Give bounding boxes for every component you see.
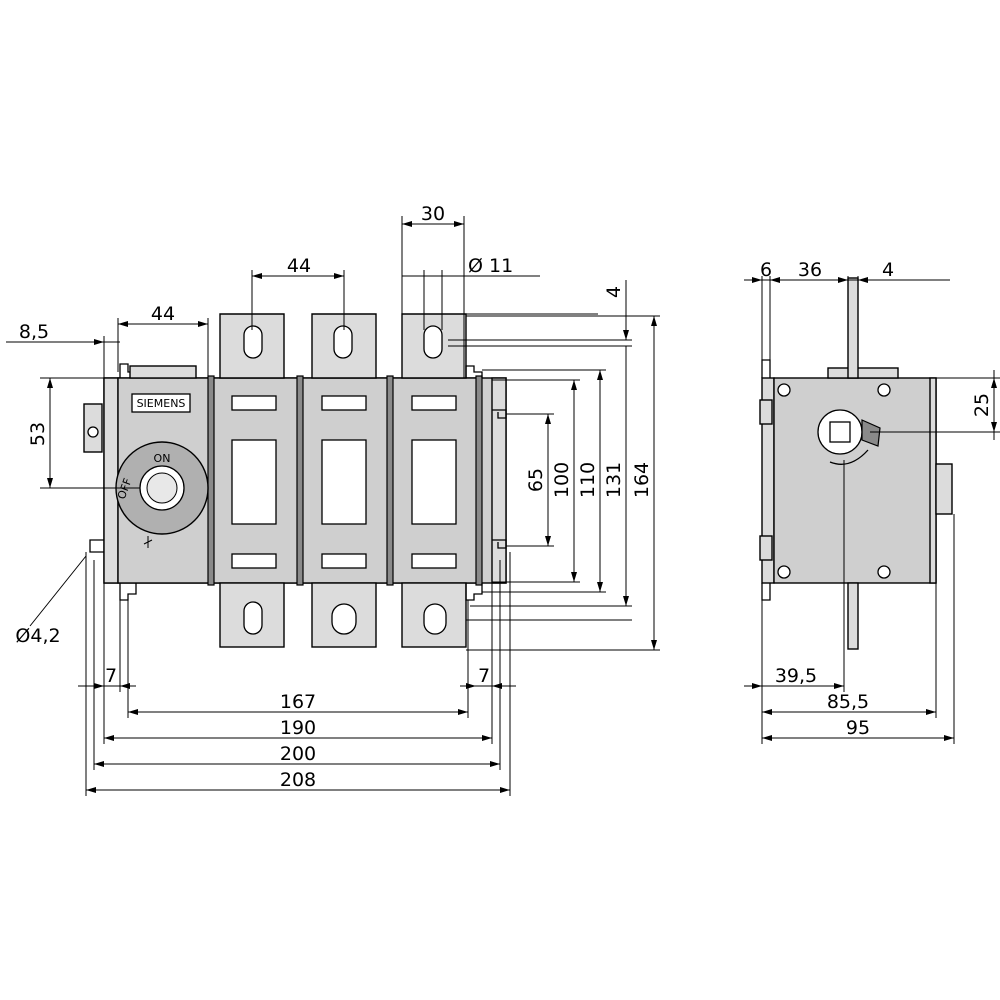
- pole-windows: [231, 395, 457, 569]
- dim-30: 30: [421, 203, 445, 225]
- dim-53: 53: [27, 422, 49, 446]
- dim-4-top: 4: [603, 286, 625, 298]
- side-clip: [759, 535, 773, 561]
- side-clip: [759, 399, 773, 425]
- side-bottom-terminal: [847, 582, 859, 650]
- dim-200: 200: [280, 743, 316, 765]
- handle-mark-on: ON: [154, 452, 171, 465]
- shaft-square: [829, 421, 851, 443]
- dim-85-5: 85,5: [827, 691, 869, 713]
- dim-100: 100: [551, 462, 573, 498]
- dim-164: 164: [631, 462, 653, 498]
- pole-separator: [475, 375, 483, 586]
- dim-8-5: 8,5: [19, 321, 49, 343]
- dim-65: 65: [525, 468, 547, 492]
- operator-top-cover: [129, 365, 197, 379]
- dim-6: 6: [760, 259, 772, 281]
- dim-95: 95: [846, 717, 870, 739]
- side-view: 6 36 4 25 39,5 85,5 95: [744, 259, 1000, 744]
- dim-208: 208: [280, 769, 316, 791]
- dim-7-left: 7: [105, 665, 117, 687]
- dim-25: 25: [971, 393, 993, 417]
- screw-icon: [877, 565, 891, 579]
- front-arrowheads: [47, 221, 657, 793]
- dim-110: 110: [577, 462, 599, 498]
- dim-44-top: 44: [287, 255, 311, 277]
- right-end-plate: [491, 377, 507, 584]
- dim-190: 190: [280, 717, 316, 739]
- dim-39-5: 39,5: [775, 665, 817, 687]
- pole-separator: [296, 375, 304, 586]
- screw-icon: [877, 383, 891, 397]
- side-auxiliary: [935, 463, 953, 515]
- dim-131: 131: [603, 462, 625, 498]
- dim-167: 167: [280, 691, 316, 713]
- bottom-terminals: [219, 582, 467, 648]
- front-view: SIEMENS ON OFF: [6, 203, 660, 796]
- screw-icon: [777, 565, 791, 579]
- left-end-plate: [103, 377, 119, 584]
- top-terminals: [219, 313, 467, 379]
- dim-44-left: 44: [151, 303, 175, 325]
- brand-label: SIEMENS: [137, 397, 186, 410]
- brand-plate: [131, 393, 191, 413]
- side-body: [773, 377, 937, 584]
- dim-36: 36: [798, 259, 822, 281]
- dim-diameter-11: Ø 11: [468, 255, 513, 277]
- side-top-cover: [827, 367, 899, 379]
- pole-separator: [207, 375, 215, 586]
- pole-separator: [386, 375, 394, 586]
- side-arrowheads: [752, 277, 997, 741]
- side-top-terminal: [847, 277, 859, 379]
- front-dimension-lines: [6, 216, 660, 796]
- dim-7-right: 7: [478, 665, 490, 687]
- lightning-icon: [143, 536, 153, 548]
- dim-4-side: 4: [882, 259, 894, 281]
- dim-diameter-4-2: Ø4,2: [15, 625, 60, 647]
- mounting-feet: [89, 363, 507, 601]
- screw-icon: [777, 383, 791, 397]
